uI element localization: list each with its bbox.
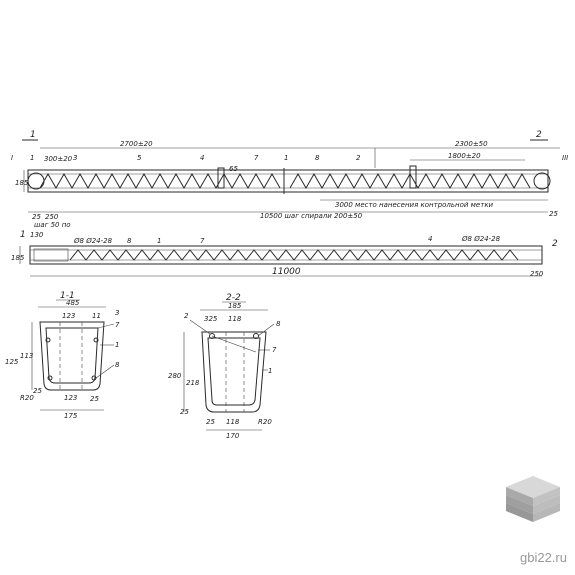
beam-2-elevation: 1 2 130 Ø8 Ø24-28 Ø8 Ø24-28 8 1 7 4 185 … (11, 230, 558, 278)
s1-dim-113: 113 (20, 352, 33, 360)
s2-diagonal-bar (211, 335, 257, 353)
s1-dim-r20: R20 (20, 394, 34, 402)
s2-label-7: 7 (272, 346, 277, 354)
b2-callout-8: 8 (127, 237, 132, 245)
dim-185: 185 (11, 254, 25, 262)
s2-dim-185: 185 (228, 302, 242, 310)
s1-dim-175: 175 (64, 412, 78, 420)
dim-right-span: 2300±50 (455, 140, 488, 148)
callout-8: 8 (315, 154, 320, 162)
section-1-1: 1-1 485 123 11 3 7 1 8 125 113 25 R20 25… (5, 291, 120, 420)
dim-spiral: 10500 шаг спирали 200±50 (260, 212, 363, 220)
s2-label-8: 8 (276, 320, 281, 328)
beam-1-right-end-circle (533, 172, 551, 190)
s1-label-7: 7 (115, 321, 120, 329)
dim-right-end: 25 (549, 210, 558, 218)
cut-left-beam2: 1 (20, 230, 26, 240)
s2-dim-118-bottom: 118 (226, 418, 240, 426)
dim-left-span: 2700±20 (120, 140, 153, 148)
s2-leader-2 (189, 319, 211, 335)
dim-130: 130 (30, 231, 44, 239)
s2-inner-shape (207, 337, 261, 406)
s2-outer-shape (201, 331, 267, 413)
s2-dim-218: 218 (186, 379, 200, 387)
s1-dim-125: 125 (5, 358, 19, 366)
beam-1-lattice (39, 172, 281, 190)
s1-dim-25-right: 25 (90, 395, 99, 403)
roman-right: III (562, 154, 568, 162)
s2-dim-325: 325 (204, 315, 218, 323)
callout-3: 3 (73, 154, 77, 162)
s1-dim-123-bottom: 123 (64, 394, 77, 402)
beam-2-lattice (69, 249, 519, 261)
s1-bar-tr (93, 337, 99, 343)
s2-dim-25-left: 25 (180, 408, 189, 416)
s1-dim-11: 11 (92, 312, 101, 320)
callout-5: 5 (137, 154, 142, 162)
s1-bar-tl (45, 337, 51, 343)
s2-label-1: 1 (268, 367, 272, 375)
callout-1: 1 (284, 154, 288, 162)
roman-left: I (11, 154, 13, 162)
s2-dim-r20: R20 (258, 418, 272, 426)
beam-1-elevation: 1 2 2700±20 2300±50 1800±20 300±20 I III… (11, 130, 568, 229)
dim-right-inner: 1800±20 (448, 152, 481, 160)
b2-callout-7: 7 (200, 237, 205, 245)
s2-dim-280: 280 (168, 372, 182, 380)
beam-2-left-anchor (33, 248, 69, 262)
callout-7: 7 (254, 154, 259, 162)
section-1-title: 1-1 (60, 291, 75, 301)
s1-leader-7 (97, 323, 115, 329)
s1-label-1: 1 (115, 341, 119, 349)
b2-callout-4: 4 (428, 235, 432, 243)
s2-label-2: 2 (184, 312, 189, 320)
s1-inner-shape (45, 327, 99, 384)
mounting-loop-left (217, 167, 225, 189)
s2-dim-118-top: 118 (228, 315, 242, 323)
section-2-2: 2-2 185 325 118 2 8 7 1 280 218 25 25 11… (168, 293, 281, 440)
watermark-logo (506, 476, 560, 522)
dim-250-b2: 250 (530, 270, 544, 278)
label-right-rebar: Ø8 Ø24-28 (461, 235, 501, 243)
dim-height: 185 (15, 179, 29, 187)
dim-first: 300±20 (44, 155, 73, 163)
dim-25: 25 (32, 213, 41, 221)
beam-1-left-end-circle (27, 172, 45, 190)
dim-250: 250 (45, 213, 59, 221)
s1-bar-bl (47, 375, 53, 381)
callout-2: 2 (356, 154, 361, 162)
cut-1-top-label: 1 (30, 130, 36, 140)
s1-dim-485-text: 485 (66, 299, 80, 307)
s2-bar-tr (253, 333, 259, 339)
mounting-loop-right (409, 165, 417, 189)
s1-label-3: 3 (115, 309, 119, 317)
dim-total: 11000 (272, 267, 301, 277)
watermark-text[interactable]: gbi22.ru (520, 550, 567, 565)
section-2-title: 2-2 (226, 293, 241, 303)
s2-leader-8 (257, 323, 275, 337)
cut-2-top-label: 2 (536, 130, 542, 140)
s1-dim-123-top: 123 (62, 312, 75, 320)
cut-right-beam2: 2 (552, 239, 558, 249)
stacked-slabs-icon (506, 476, 560, 522)
dim-mark: 3000 место нанесения контрольной метки (335, 201, 494, 209)
s1-label-8: 8 (115, 361, 120, 369)
b2-callout-1: 1 (157, 237, 161, 245)
dim-vert: 65 (229, 165, 238, 173)
s2-bar-tl (209, 333, 215, 339)
s1-leader-8 (95, 364, 115, 379)
callout-1-left: 1 (30, 154, 34, 162)
s2-dim-170: 170 (226, 432, 240, 440)
s1-outer-shape (39, 321, 105, 391)
s2-dim-25: 25 (206, 418, 215, 426)
callout-4: 4 (200, 154, 204, 162)
s1-dim-25: 25 (33, 387, 42, 395)
dim-step: шаг 50 по (34, 221, 71, 229)
label-left-rebar: Ø8 Ø24-28 (73, 237, 113, 245)
beam-2-outline (29, 245, 543, 265)
